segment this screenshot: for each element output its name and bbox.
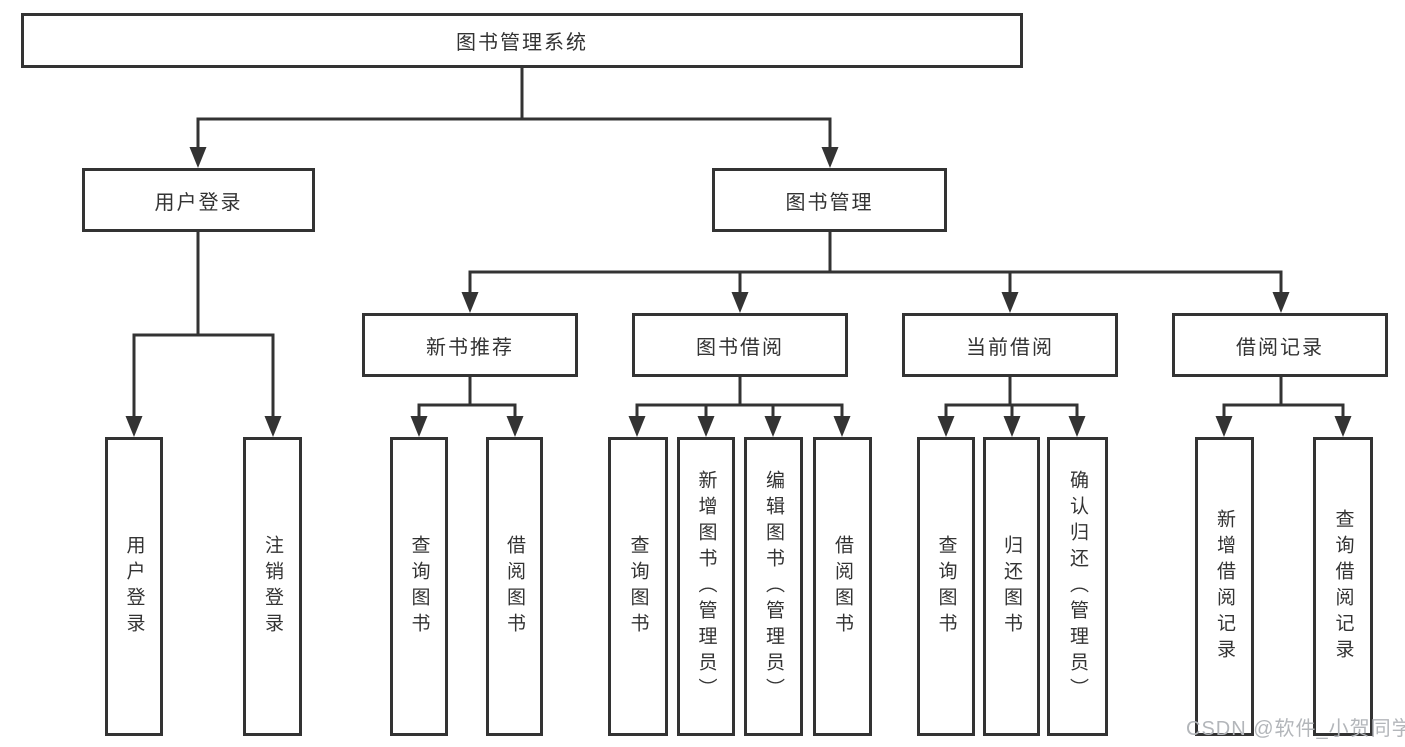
node-label: 用户登录 — [154, 191, 243, 214]
node-current-borrowing: 当前借阅 — [902, 313, 1118, 377]
node-label: 查询借阅记录 — [1332, 508, 1354, 665]
arrowhead-icon — [1334, 416, 1352, 437]
node-label: 借阅记录 — [1236, 336, 1324, 359]
node-label: 图书管理系统 — [456, 32, 588, 54]
node-book-management: 图书管理 — [712, 168, 947, 232]
leaf-user-login: 用户登录 — [105, 437, 163, 736]
arrowhead-icon — [125, 416, 143, 437]
arrowhead-icon — [506, 416, 524, 437]
arrowhead-icon — [1001, 292, 1019, 313]
leaf-logout: 注销登录 — [243, 437, 302, 736]
arrowhead-icon — [821, 147, 839, 168]
node-label: 当前借阅 — [966, 336, 1054, 359]
arrowhead-icon — [1215, 416, 1233, 437]
arrowhead-icon — [697, 416, 715, 437]
node-label: 图书管理 — [785, 191, 874, 214]
arrowhead-icon — [189, 147, 207, 168]
node-label: 新增图书（管理员） — [695, 469, 717, 704]
arrowhead-icon — [628, 416, 646, 437]
arrowhead-icon — [1272, 292, 1290, 313]
arrowhead-icon — [410, 416, 428, 437]
node-label: 新书推荐 — [426, 336, 514, 359]
node-new-book-recommend: 新书推荐 — [362, 313, 578, 377]
arrowhead-icon — [764, 416, 782, 437]
node-label: 查询图书 — [935, 534, 957, 639]
node-borrowing-records: 借阅记录 — [1172, 313, 1388, 377]
arrowhead-icon — [1003, 416, 1021, 437]
arrowhead-icon — [264, 416, 282, 437]
node-label: 借阅图书 — [504, 534, 525, 639]
leaf-query-books-current: 查询图书 — [917, 437, 975, 736]
node-label: 用户登录 — [123, 534, 145, 639]
node-label: 注销登录 — [262, 534, 283, 639]
node-label: 确认归还（管理员） — [1067, 469, 1088, 704]
leaf-add-books-admin: 新增图书（管理员） — [677, 437, 735, 736]
arrowhead-icon — [937, 416, 955, 437]
node-book-borrowing: 图书借阅 — [632, 313, 848, 377]
leaf-query-borrow-record: 查询借阅记录 — [1313, 437, 1373, 736]
node-label: 借阅图书 — [832, 534, 853, 639]
leaf-confirm-return-admin: 确认归还（管理员） — [1047, 437, 1108, 736]
node-label: 编辑图书（管理员） — [763, 469, 784, 704]
leaf-query-books-recommend: 查询图书 — [390, 437, 448, 736]
node-label: 新增借阅记录 — [1214, 508, 1235, 665]
arrowhead-icon — [461, 292, 479, 313]
leaf-add-borrow-record: 新增借阅记录 — [1195, 437, 1254, 736]
csdn-watermark: CSDN @软件_小贺同学 — [1186, 718, 1405, 740]
leaf-query-books-borrow: 查询图书 — [608, 437, 668, 736]
node-label: 图书借阅 — [696, 336, 784, 359]
leaf-borrow-books: 借阅图书 — [813, 437, 872, 736]
node-label: 归还图书 — [1001, 534, 1022, 639]
arrowhead-icon — [1068, 416, 1086, 437]
arrowhead-icon — [833, 416, 851, 437]
leaf-edit-books-admin: 编辑图书（管理员） — [744, 437, 803, 736]
node-library-management-system: 图书管理系统 — [21, 13, 1023, 68]
node-label: 查询图书 — [408, 534, 430, 639]
leaf-borrow-books-recommend: 借阅图书 — [486, 437, 543, 736]
leaf-return-books: 归还图书 — [983, 437, 1040, 736]
node-label: 查询图书 — [627, 534, 649, 639]
node-user-login: 用户登录 — [82, 168, 315, 232]
arrowhead-icon — [731, 292, 749, 313]
